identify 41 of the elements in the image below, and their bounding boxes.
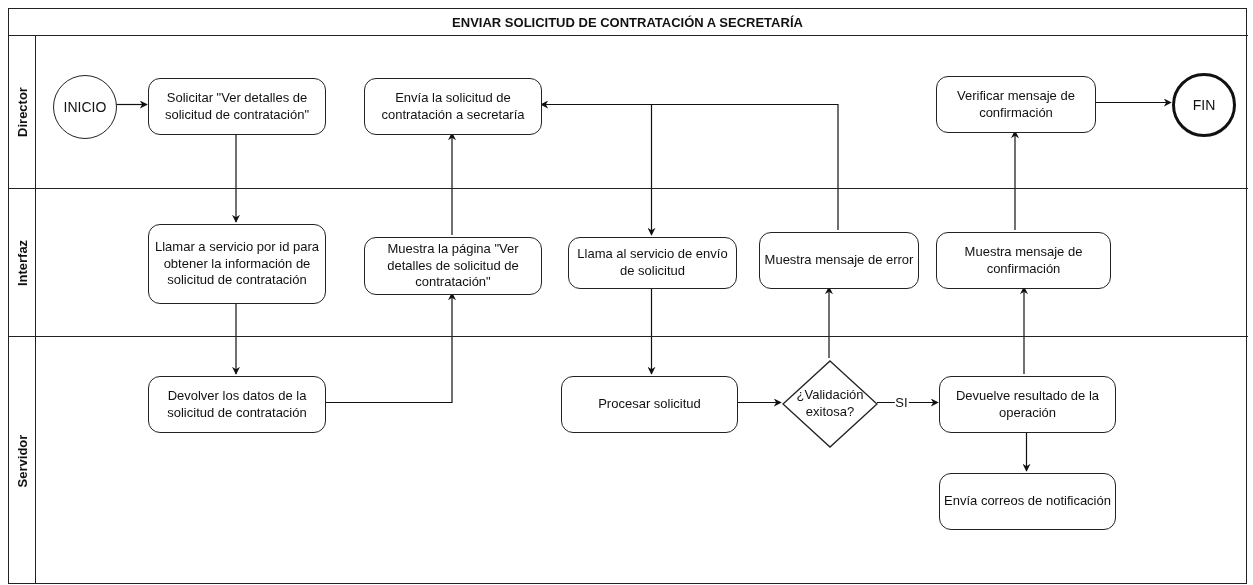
process-box [561,376,738,433]
node-label: Envía correos de notificación [944,493,1111,510]
process-box [939,376,1116,433]
process-box [568,237,737,289]
node-label: Envía la solicitud de contratación a secretaría [380,89,526,124]
process-box [364,237,542,295]
arrow [1094,98,1172,107]
lane-label: Interfaz [14,239,30,286]
swimlane [9,336,1248,584]
process-box [936,76,1096,133]
node-label: FIN [1192,97,1216,113]
process-box [939,473,1116,530]
end-circle [1172,73,1236,137]
pool [8,8,1247,584]
node-label: Muestra mensaje de error [764,252,914,269]
node-label: ¿Validación exitosa? [795,387,865,421]
edge-label: SI [894,395,909,410]
node-label: Solicitar "Ver detalles de solicitud de contratación" [163,89,311,124]
node-label: Llamar a servicio por id para obtener la información de solicitud de contratación [154,238,320,290]
node-label: INICIO [63,99,107,115]
process-box [759,232,919,289]
node-label: Muestra mensaje de confirmación [963,243,1084,278]
process-box [148,78,326,135]
process-box [148,376,326,433]
pool-title: ENVIAR SOLICITUD DE CONTRATACIÓN A SECRETARÍA [452,14,803,30]
process-box [148,224,326,304]
node-label: Verificar mensaje de confirmación [956,87,1076,122]
swimlane [9,188,1248,336]
lane-label: Director [14,87,30,137]
node-label: Llama al servicio de envío de solicitud [576,246,729,280]
decision-diamond [782,360,878,448]
process-box [936,232,1111,289]
arrow [540,100,839,231]
arrow [115,100,148,109]
node-label: Muestra la página "Ver detalles de solicitud de contratación" [386,240,520,292]
node-label: Procesar solicitud [598,396,701,413]
lane-label: Servidor [14,434,30,487]
arrow [736,398,782,407]
node-label: Devuelve resultado de la operación [954,387,1101,422]
node-label: Devolver los datos de la solicitud de contratación [166,387,308,422]
process-box [364,78,542,135]
